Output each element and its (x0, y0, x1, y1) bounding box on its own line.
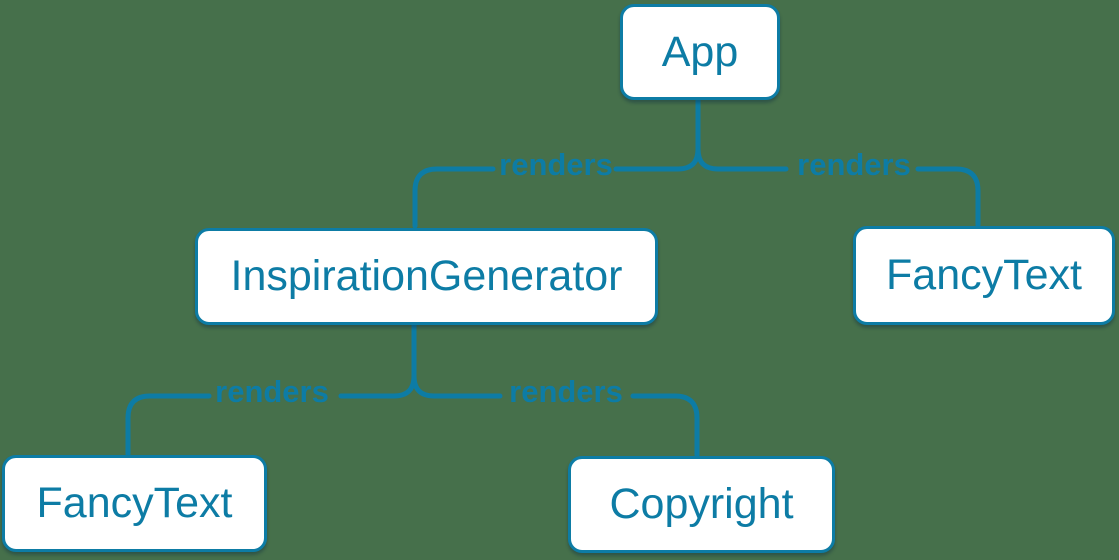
node-app: App (620, 4, 780, 100)
edge-label-ig-fancy-text: renders (215, 374, 329, 410)
edge-to-inspiration-generator (412, 166, 496, 229)
node-label: InspirationGenerator (230, 252, 623, 300)
edge-to-fancy-text-top (915, 166, 981, 228)
edge-to-copyright (630, 393, 700, 458)
node-fancy-text-top: FancyText (853, 226, 1115, 325)
node-label: Copyright (609, 480, 794, 528)
edge-label-app-inspiration-generator: renders (499, 147, 613, 183)
edge-app-trunk (613, 97, 701, 172)
edge-app-split-right (695, 146, 789, 172)
node-copyright: Copyright (568, 456, 835, 553)
edge-ig-split-right (411, 373, 503, 399)
edge-ig-trunk (338, 322, 417, 399)
node-label: FancyText (36, 479, 233, 527)
edge-to-fancy-text-bottom (125, 393, 212, 457)
node-fancy-text-bottom: FancyText (2, 455, 267, 552)
edge-label-app-fancy-text: renders (797, 147, 911, 183)
node-label: FancyText (886, 251, 1082, 299)
node-label: App (661, 27, 739, 76)
edge-label-ig-copyright: renders (509, 374, 623, 410)
node-inspiration-generator: InspirationGenerator (195, 228, 658, 325)
